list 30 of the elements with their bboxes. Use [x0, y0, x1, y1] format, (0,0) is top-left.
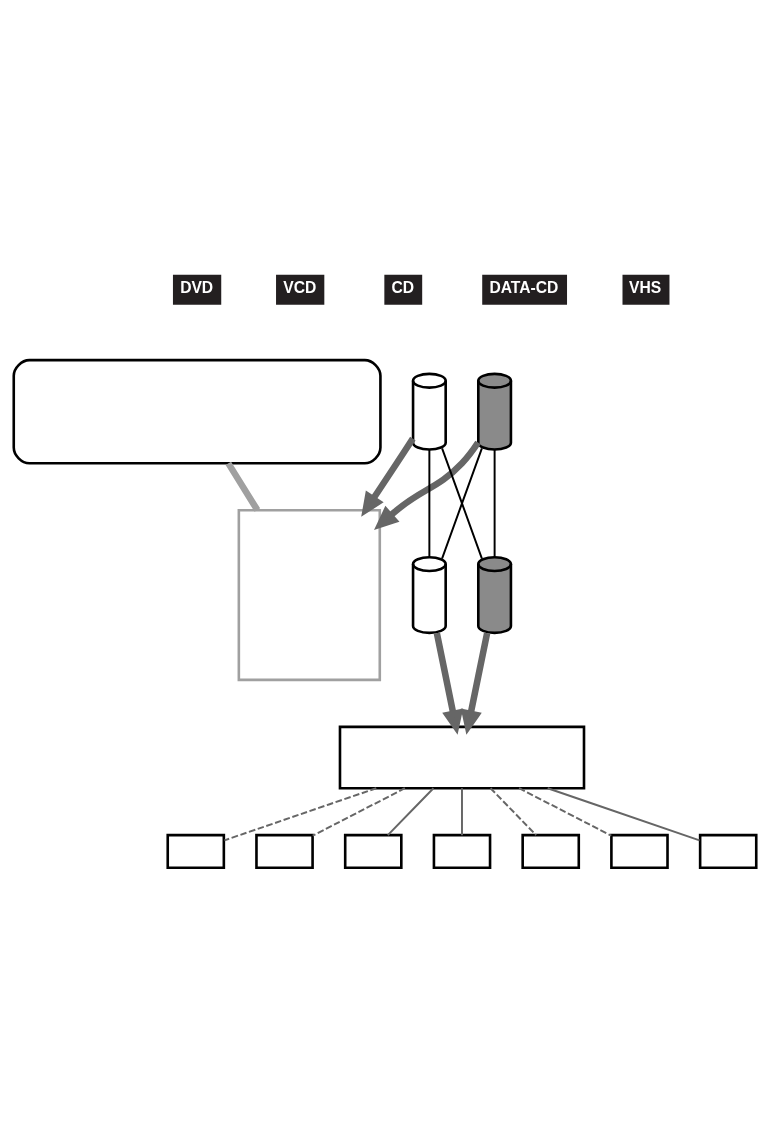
arrow [361, 436, 416, 517]
connector [225, 461, 261, 512]
node-box [255, 833, 314, 870]
connector [489, 787, 538, 837]
label: DATA-CD [489, 279, 559, 297]
connector [518, 787, 613, 837]
connector [311, 787, 406, 837]
node-box [521, 833, 581, 870]
node-box [343, 833, 403, 870]
connector [386, 787, 435, 837]
node-box [237, 508, 382, 682]
connector [428, 448, 431, 558]
arrow [433, 632, 464, 735]
connector [461, 787, 463, 837]
connector [546, 787, 701, 842]
node-box [12, 358, 382, 465]
label: CD [391, 279, 415, 297]
arrow [374, 440, 481, 530]
label: VHS [629, 279, 662, 297]
label: DVD [180, 279, 214, 297]
node-box [432, 833, 492, 870]
node-box [338, 725, 586, 790]
node-box [610, 833, 669, 870]
arrow [460, 632, 491, 735]
node-box [698, 833, 758, 870]
label: VCD [283, 279, 317, 297]
connector [441, 447, 483, 560]
node-box [166, 833, 226, 870]
connector [493, 448, 496, 558]
connector [223, 787, 378, 842]
